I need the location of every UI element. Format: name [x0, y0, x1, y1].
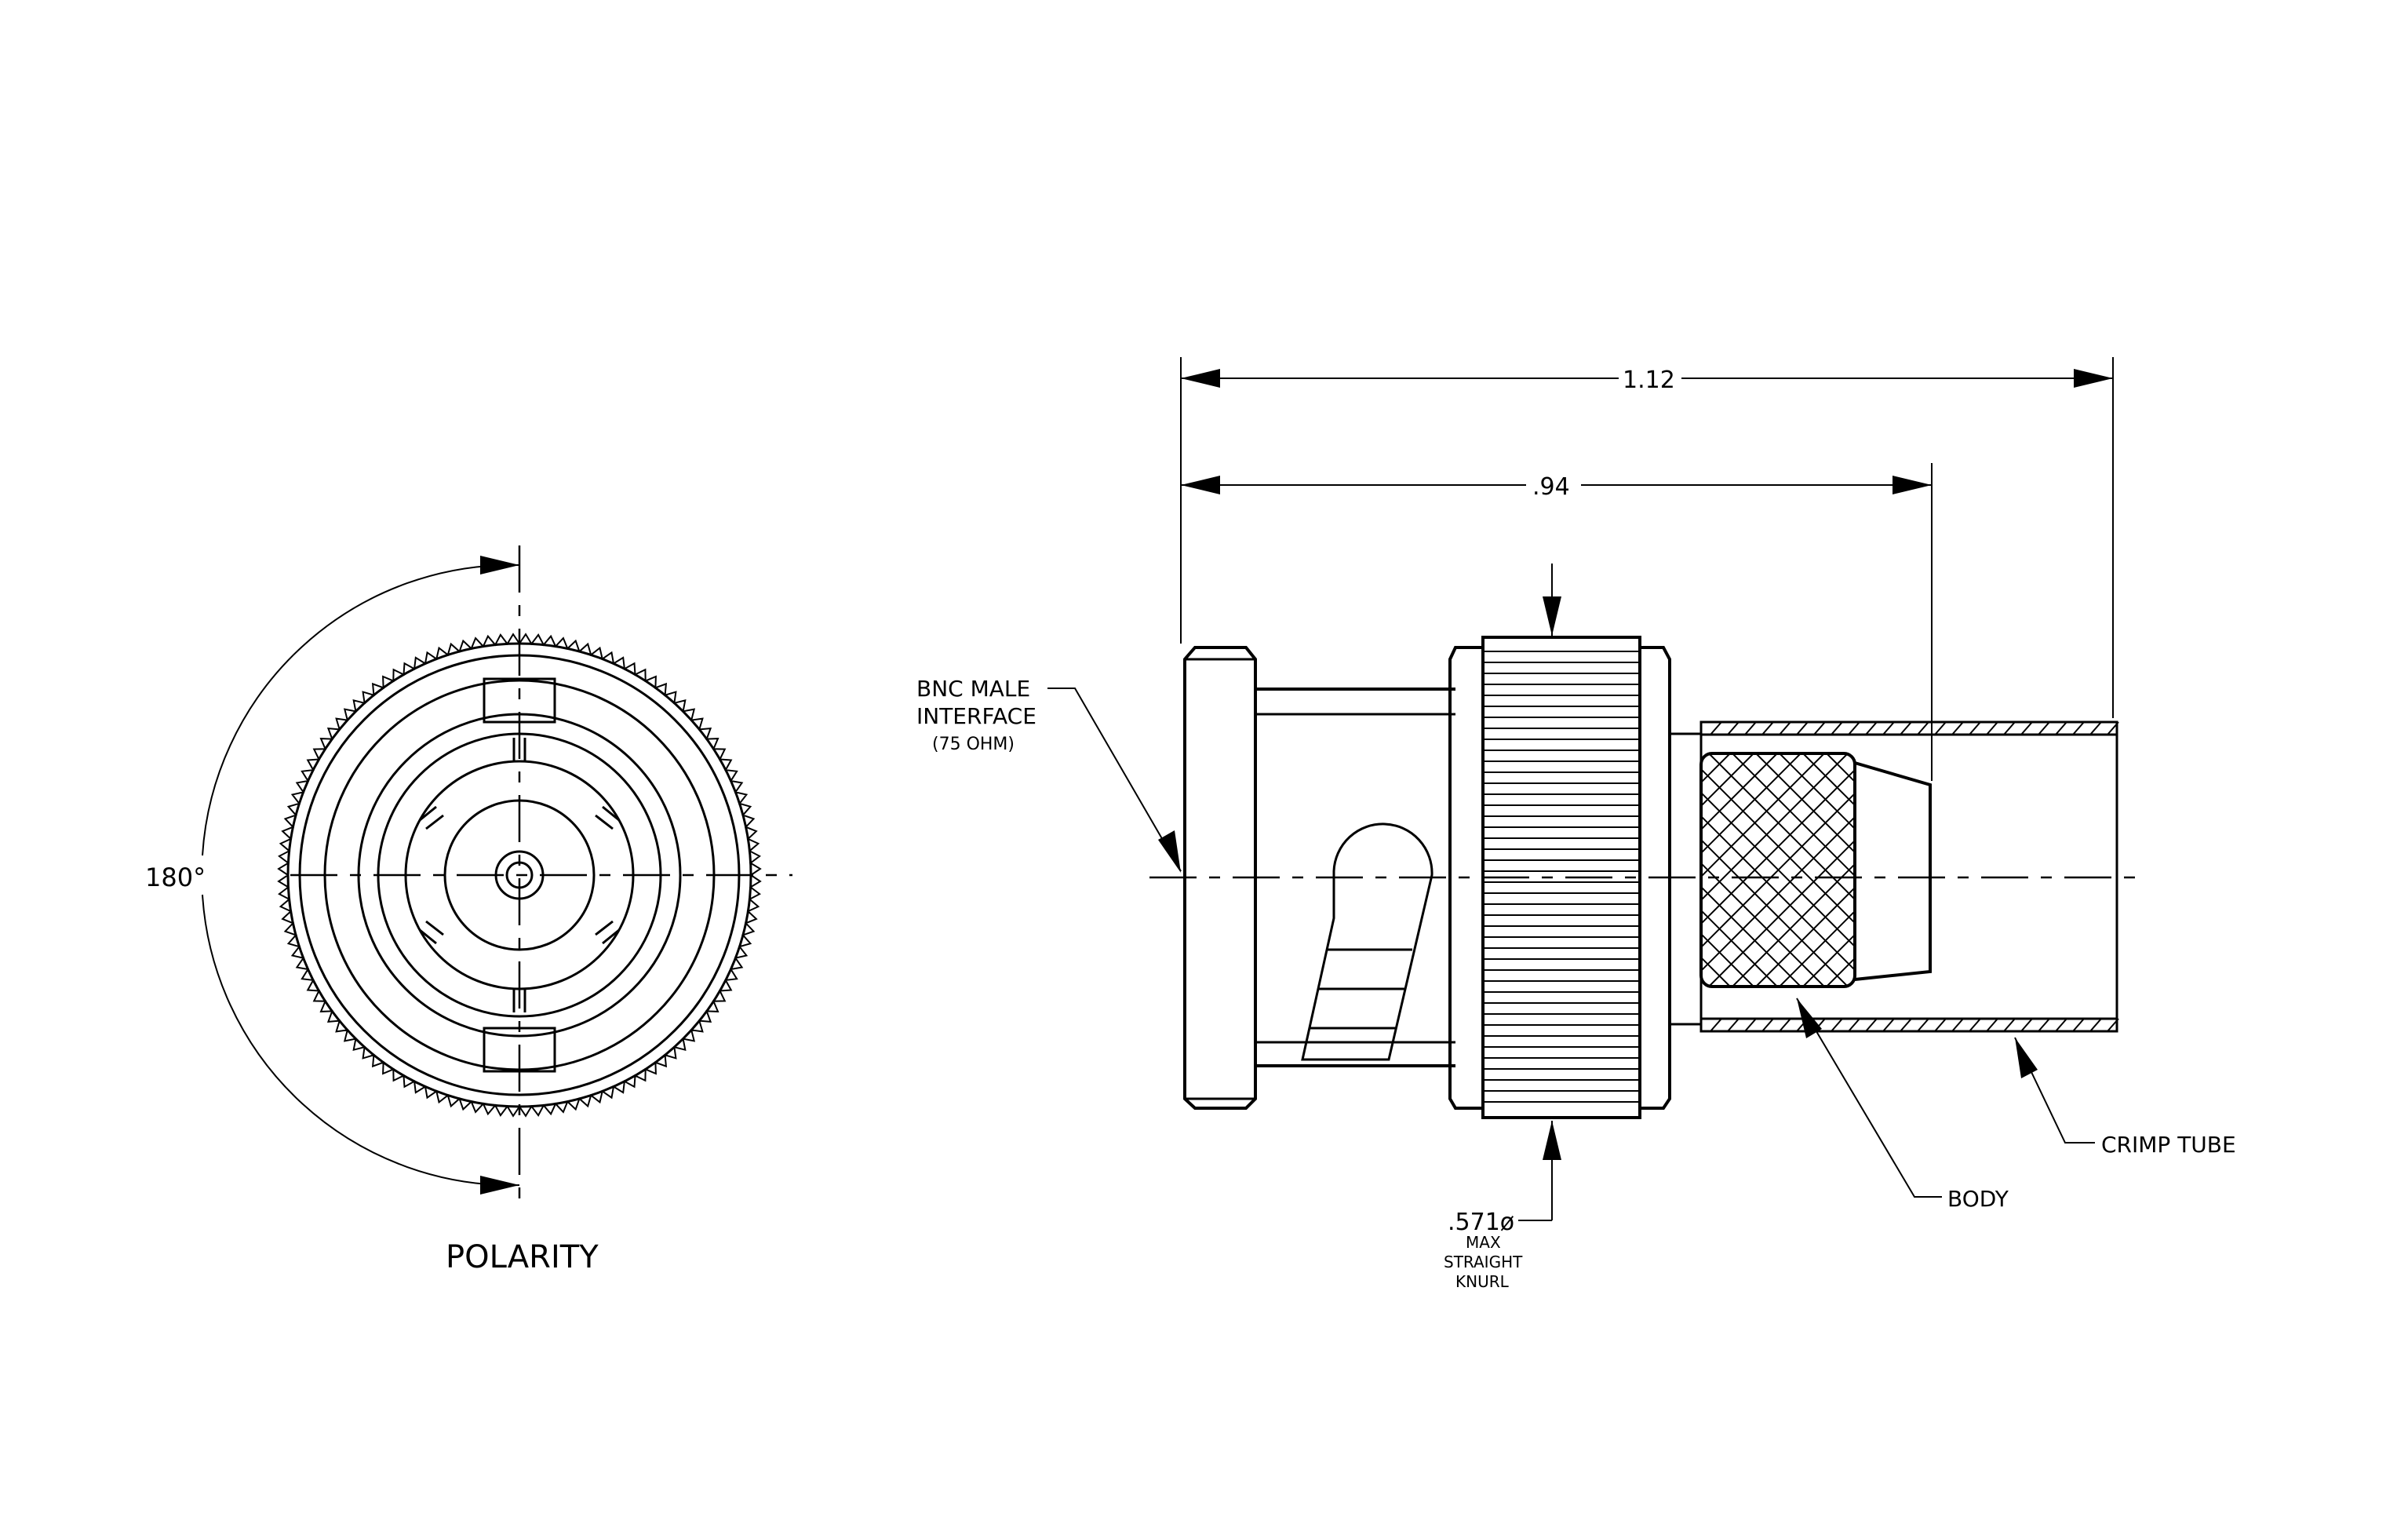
callout-crimp-tube: CRIMP TUBE: [2101, 1132, 2236, 1158]
contact-slots: [419, 738, 620, 1012]
angle-label: 180°: [145, 863, 206, 892]
knurl-note-knurl: KNURL: [1455, 1272, 1510, 1291]
body-taper: [1854, 761, 1932, 981]
crimp-tube-hatch: [1710, 721, 2119, 1032]
dim-overall: 1.12: [1623, 367, 1675, 394]
callout-interface-line1: BNC MALE: [916, 676, 1030, 702]
knurl-note-max: MAX: [1466, 1233, 1501, 1252]
polarity-title: POLARITY: [446, 1239, 599, 1275]
dim-body: .94: [1532, 473, 1570, 501]
knurl-diameter: .571ø: [1448, 1209, 1514, 1236]
cross-knurl-lines: [1701, 753, 1855, 987]
front-flange: [1183, 646, 1257, 1110]
straight-knurl-lines: [1483, 651, 1640, 1103]
straight-knurl: [1481, 636, 1641, 1119]
body-knurl: [1699, 752, 1856, 988]
polarity-arc: [202, 564, 520, 856]
side-view: 1.12 .94 .571ø MAX STRAIGHT KNURL BNC MA…: [916, 357, 2236, 1291]
knurl-note-straight: STRAIGHT: [1444, 1253, 1523, 1271]
bayonet-slot: [1301, 823, 1434, 1061]
callout-interface-line2: INTERFACE: [916, 703, 1036, 729]
polarity-view: 180° POLARITY: [145, 545, 792, 1275]
callout-interface-line3: (75 OHM): [932, 735, 1015, 754]
callout-body: BODY: [1947, 1186, 2009, 1212]
